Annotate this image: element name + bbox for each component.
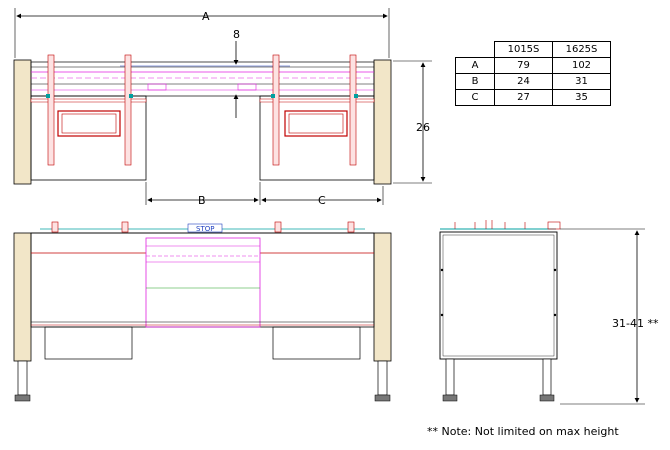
col-header-1015s: 1015S [494, 41, 553, 58]
left-module [30, 95, 147, 181]
table-row: C 27 35 [455, 89, 611, 106]
front-view: STOP [13, 221, 392, 402]
dim-c-label: C [318, 194, 326, 207]
left-end-post [13, 59, 32, 185]
cell-b-1015s: 24 [494, 73, 553, 90]
dim-height-label: 26 [416, 121, 430, 134]
dim-depth-label: 8 [233, 28, 240, 41]
stop-label: STOP [196, 225, 214, 233]
top-view: A 8 26 [13, 8, 432, 207]
right-module [259, 95, 375, 181]
spec-table: 1015S 1625S A 79 102 B 24 31 C 27 35 [455, 41, 611, 106]
row-label-b: B [455, 73, 495, 90]
dim-a-label: A [202, 10, 210, 23]
table-row: B 24 31 [455, 73, 611, 90]
cell-a-1015s: 79 [494, 57, 553, 74]
row-label-a: A [455, 57, 495, 74]
height-note: ** Note: Not limited on max height [427, 425, 619, 438]
cell-b-1625s: 31 [552, 73, 611, 90]
side-body [439, 231, 558, 360]
dim-side-height-label: 31-41 ** [612, 317, 659, 330]
cell-a-1625s: 102 [552, 57, 611, 74]
side-view: 31-41 ** [439, 220, 659, 405]
cell-c-1015s: 27 [494, 89, 553, 106]
dim-b-label: B [198, 194, 206, 207]
row-label-c: C [455, 89, 495, 106]
col-header-1625s: 1625S [552, 41, 611, 58]
front-right-post [373, 232, 392, 362]
cell-c-1625s: 35 [552, 89, 611, 106]
right-end-post [373, 59, 392, 185]
front-left-post [13, 232, 32, 362]
table-row: A 79 102 [455, 57, 611, 74]
